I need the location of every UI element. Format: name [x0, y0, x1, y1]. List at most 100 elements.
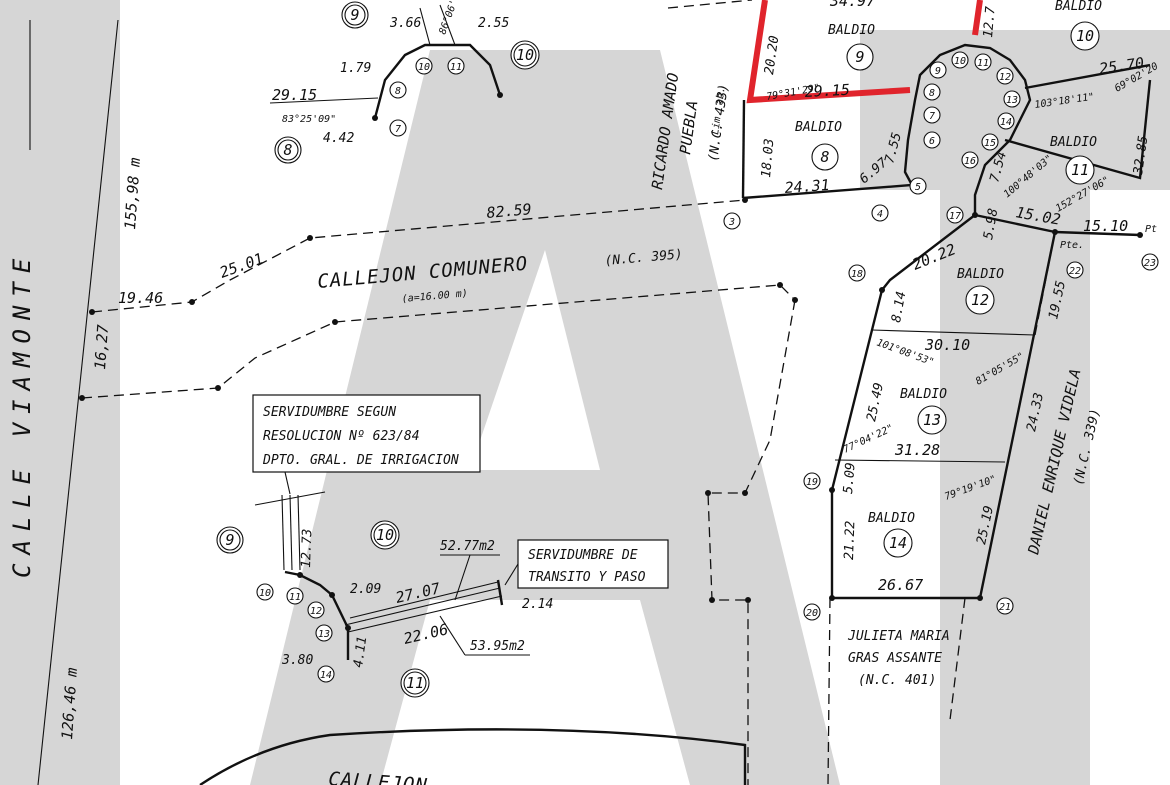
vertex-19: 19 [803, 472, 821, 490]
neighbor-julieta-1: JULIETA MARIA [847, 629, 950, 644]
lot-8-marker-top: 8 [274, 136, 302, 164]
svg-text:9: 9 [350, 6, 359, 24]
svg-text:77°04'22": 77°04'22" [842, 423, 896, 456]
svg-text:9: 9 [225, 531, 234, 549]
area-labels: 52.77m2 53.95m2 [439, 539, 530, 656]
svg-text:20.20: 20.20 [762, 35, 782, 76]
baldio-10: BALDIO [1055, 0, 1102, 14]
svg-text:3: 3 [728, 217, 735, 228]
svg-text:8: 8 [395, 86, 401, 97]
svg-text:12: 12 [971, 291, 989, 309]
svg-text:17: 17 [949, 211, 961, 222]
svg-text:11: 11 [450, 62, 462, 73]
svg-text:34.97: 34.97 [829, 0, 875, 10]
svg-text:19: 19 [806, 477, 818, 488]
vertex-22: 22 [1066, 261, 1084, 279]
svg-text:12: 12 [310, 606, 322, 617]
vertex-8: 8 [923, 83, 941, 101]
svg-text:83°25'09": 83°25'09" [282, 114, 336, 125]
svg-text:6: 6 [929, 136, 935, 147]
vertex-17: 17 [946, 206, 964, 224]
baldio-11: BALDIO [1050, 135, 1097, 150]
vertex-5: 5 [909, 177, 927, 195]
svg-text:21: 21 [999, 602, 1011, 613]
vertex-3: 3 [723, 212, 741, 230]
svg-text:22: 22 [1069, 266, 1081, 277]
vertex-16: 16 [961, 151, 979, 169]
vertex-21: 21 [996, 597, 1014, 615]
lot-12-marker: 12 [965, 285, 995, 315]
street-viamonte: CALLE VIAMONTE [8, 250, 36, 578]
svg-text:4: 4 [877, 209, 883, 220]
svg-text:11: 11 [406, 674, 424, 692]
svg-text:4.42: 4.42 [323, 131, 354, 146]
baldio-13: BALDIO [900, 387, 947, 402]
lot-11-marker: 11 [1065, 155, 1095, 185]
svg-text:13: 13 [1006, 95, 1018, 106]
vertex-4: 4 [871, 204, 889, 222]
svg-text:3.66: 3.66 [389, 16, 421, 31]
vertex-18: 18 [848, 264, 866, 282]
svg-text:9: 9 [855, 48, 864, 66]
svg-text:23: 23 [1144, 258, 1156, 269]
svg-text:155,98 m: 155,98 m [121, 157, 144, 230]
svg-text:18.03: 18.03 [759, 138, 777, 178]
svg-text:DPTO. GRAL. DE IRRIGACION: DPTO. GRAL. DE IRRIGACION [262, 453, 459, 468]
vertex-14: 14 [997, 112, 1015, 130]
vertex-14-low: 14 [317, 665, 335, 683]
svg-text:10: 10 [259, 588, 271, 599]
svg-text:12.7: 12.7 [981, 6, 999, 39]
svg-text:11: 11 [977, 58, 989, 69]
baldio-labels: BALDIO BALDIO BALDIO BALDIO BALDIO BALDI… [795, 0, 1102, 526]
svg-text:TRANSITO Y PASO: TRANSITO Y PASO [528, 570, 646, 585]
vertex-23: 23 [1141, 253, 1159, 271]
svg-text:Pte.: Pte. [1060, 240, 1084, 251]
vertex-11-small: 11 [447, 57, 465, 75]
vertex-10: 10 [951, 51, 969, 69]
vertex-15: 15 [981, 133, 999, 151]
baldio-8: BALDIO [795, 120, 842, 135]
bottom-curve [199, 728, 747, 785]
svg-text:5.09: 5.09 [841, 462, 859, 495]
svg-text:20: 20 [806, 608, 818, 619]
lot-11-marker-low: 11 [400, 668, 430, 698]
vertex-9: 9 [929, 61, 947, 79]
vertex-12-low: 12 [307, 601, 325, 619]
neighbor-julieta-2: GRAS ASSANTE [848, 651, 942, 666]
svg-text:32.85: 32.85 [1131, 135, 1151, 177]
svg-text:19.46: 19.46 [118, 289, 163, 307]
vertex-12: 12 [996, 67, 1014, 85]
svg-text:3.80: 3.80 [281, 653, 313, 668]
vertex-11-low: 11 [286, 587, 304, 605]
svg-text:5.98: 5.98 [981, 207, 1001, 241]
vertex-6: 6 [923, 131, 941, 149]
svg-text:8: 8 [929, 88, 935, 99]
svg-text:5: 5 [915, 182, 921, 193]
svg-text:24.31: 24.31 [784, 176, 830, 197]
red-boundary [746, 0, 983, 104]
svg-text:4.11: 4.11 [351, 635, 370, 668]
svg-text:30.10: 30.10 [924, 336, 970, 354]
note-servidumbre: SERVIDUMBRE SEGUN RESOLUCION Nº 623/84 D… [252, 394, 481, 495]
svg-text:SERVIDUMBRE SEGUN: SERVIDUMBRE SEGUN [263, 405, 396, 420]
lot-9-marker-top: 9 [341, 1, 369, 29]
svg-text:2.14: 2.14 [522, 597, 553, 612]
svg-text:13: 13 [923, 411, 941, 429]
vertex-10-low: 10 [256, 583, 274, 601]
callejon-comunero-lines [81, 0, 796, 785]
svg-text:26.67: 26.67 [878, 576, 923, 594]
svg-text:10: 10 [516, 46, 534, 64]
vertex-11: 11 [974, 53, 992, 71]
svg-text:16,27: 16,27 [91, 324, 112, 370]
svg-text:18: 18 [851, 269, 863, 280]
svg-text:126,46 m: 126,46 m [58, 667, 81, 740]
lot-14-marker: 14 [883, 528, 913, 558]
svg-text:15.10: 15.10 [1083, 217, 1128, 235]
svg-text:15: 15 [984, 138, 996, 149]
small-plan-top [269, 4, 502, 119]
svg-text:86°06': 86°06' [437, 0, 460, 36]
svg-text:8: 8 [283, 141, 292, 159]
svg-text:29.15: 29.15 [804, 81, 850, 101]
